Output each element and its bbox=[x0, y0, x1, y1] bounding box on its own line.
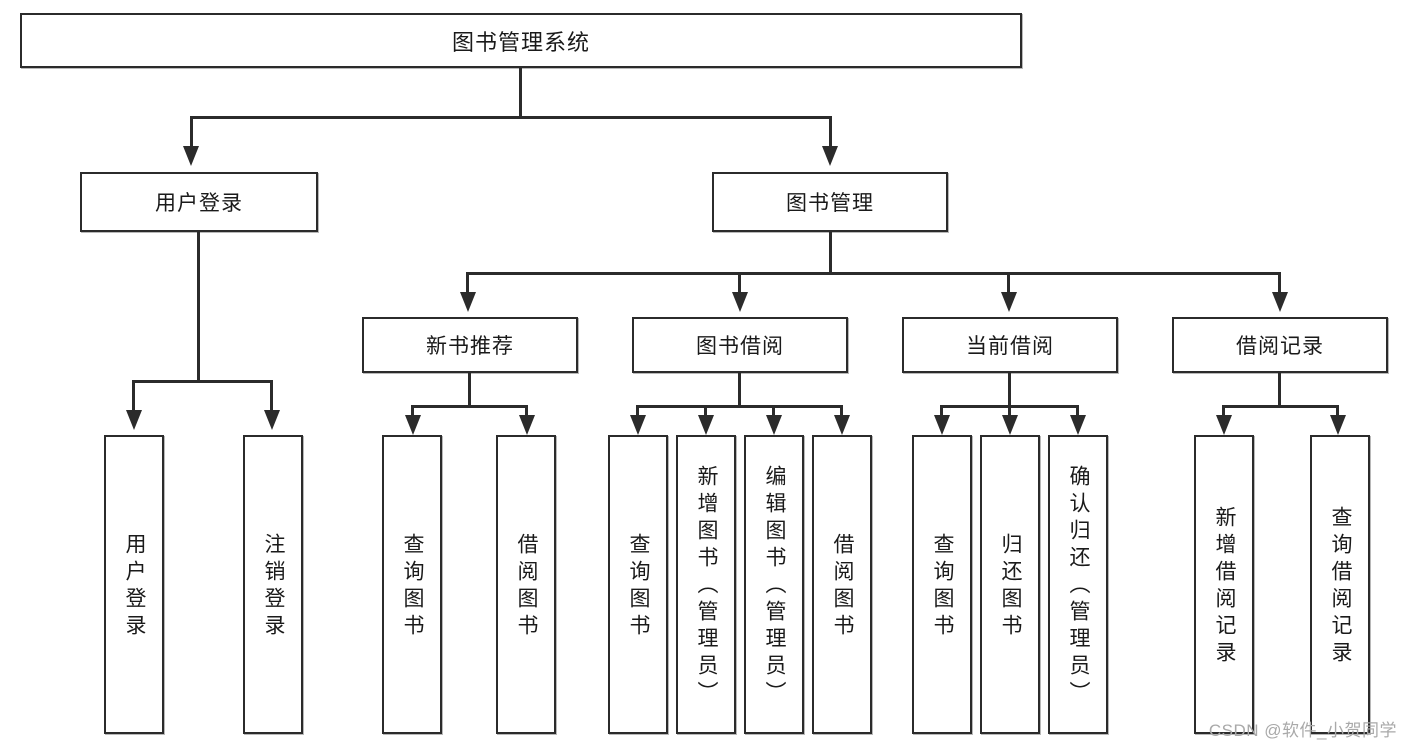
connector-borrow-record-stem bbox=[1278, 373, 1281, 407]
leaf-return-book[interactable]: 归还图书 bbox=[980, 435, 1040, 734]
leaf-add-borrow-record[interactable]: 新增借阅记录 bbox=[1194, 435, 1254, 734]
connector-book-manage-to-new-book-rec bbox=[466, 272, 469, 294]
arrowhead-new-book-rec-leaf-2 bbox=[519, 415, 535, 435]
leaf-confirm-return-admin[interactable]: 确认归还（管理员） bbox=[1048, 435, 1108, 734]
connector-book-manage-to-book-borrow bbox=[738, 272, 741, 294]
connector-book-borrow-to-leaf-4 bbox=[840, 405, 843, 423]
connector-borrow-record-to-leaf-2 bbox=[1336, 405, 1339, 423]
connector-book-manage-to-borrow-record bbox=[1278, 272, 1281, 294]
arrowhead-current-borrow-leaf-1 bbox=[934, 415, 950, 435]
connector-current-borrow-stem bbox=[1008, 373, 1011, 407]
connector-book-manage-to-current-borrow bbox=[1007, 272, 1010, 294]
connector-root-to-book-manage bbox=[829, 116, 832, 146]
leaf-query-book-current[interactable]: 查询图书 bbox=[912, 435, 972, 734]
node-current-borrow[interactable]: 当前借阅 bbox=[902, 317, 1118, 373]
connector-current-borrow-to-leaf-2 bbox=[1008, 405, 1011, 423]
arrowhead-to-borrow-record bbox=[1272, 292, 1288, 312]
connector-borrow-record-bus bbox=[1222, 405, 1339, 408]
arrowhead-user-login-to-leaf-logout bbox=[264, 410, 280, 430]
arrowhead-to-book-borrow bbox=[732, 292, 748, 312]
connector-new-book-rec-stem bbox=[468, 373, 471, 407]
connector-root-bus bbox=[190, 116, 832, 119]
leaf-borrow-book-recommend[interactable]: 借阅图书 bbox=[496, 435, 556, 734]
leaf-query-book-borrow[interactable]: 查询图书 bbox=[608, 435, 668, 734]
connector-book-borrow-to-leaf-2 bbox=[704, 405, 707, 423]
node-root-system[interactable]: 图书管理系统 bbox=[20, 13, 1022, 68]
arrowhead-book-borrow-leaf-3 bbox=[766, 415, 782, 435]
connector-book-manage-stem bbox=[829, 232, 832, 274]
leaf-borrow-book[interactable]: 借阅图书 bbox=[812, 435, 872, 734]
connector-book-manage-bus bbox=[466, 272, 1281, 275]
arrowhead-new-book-rec-leaf-1 bbox=[405, 415, 421, 435]
leaf-query-book-recommend[interactable]: 查询图书 bbox=[382, 435, 442, 734]
arrowhead-root-to-user-login bbox=[183, 146, 199, 166]
arrowhead-book-borrow-leaf-1 bbox=[630, 415, 646, 435]
node-new-book-recommend[interactable]: 新书推荐 bbox=[362, 317, 578, 373]
arrowhead-root-to-book-manage bbox=[822, 146, 838, 166]
connector-book-borrow-to-leaf-3 bbox=[772, 405, 775, 423]
connector-borrow-record-to-leaf-1 bbox=[1222, 405, 1225, 423]
leaf-user-logout[interactable]: 注销登录 bbox=[243, 435, 303, 734]
connector-user-login-to-leaf-login bbox=[132, 380, 135, 412]
connector-book-borrow-to-leaf-1 bbox=[636, 405, 639, 423]
node-book-borrow[interactable]: 图书借阅 bbox=[632, 317, 848, 373]
arrowhead-current-borrow-leaf-2 bbox=[1002, 415, 1018, 435]
leaf-user-login[interactable]: 用户登录 bbox=[104, 435, 164, 734]
node-book-manage[interactable]: 图书管理 bbox=[712, 172, 948, 232]
connector-new-book-rec-to-leaf-1 bbox=[411, 405, 414, 423]
arrowhead-book-borrow-leaf-4 bbox=[834, 415, 850, 435]
connector-root-stem bbox=[519, 68, 522, 118]
leaf-edit-book-admin[interactable]: 编辑图书（管理员） bbox=[744, 435, 804, 734]
node-borrow-record[interactable]: 借阅记录 bbox=[1172, 317, 1388, 373]
arrowhead-current-borrow-leaf-3 bbox=[1070, 415, 1086, 435]
connector-user-login-stem bbox=[197, 232, 200, 382]
arrowhead-to-new-book-rec bbox=[460, 292, 476, 312]
arrowhead-user-login-to-leaf-login bbox=[126, 410, 142, 430]
connector-user-login-bus bbox=[132, 380, 270, 383]
connector-current-borrow-to-leaf-3 bbox=[1076, 405, 1079, 423]
connector-new-book-rec-bus bbox=[411, 405, 528, 408]
arrowhead-borrow-record-leaf-2 bbox=[1330, 415, 1346, 435]
connector-book-borrow-stem bbox=[738, 373, 741, 407]
connector-user-login-to-leaf-logout bbox=[270, 380, 273, 412]
node-user-login[interactable]: 用户登录 bbox=[80, 172, 318, 232]
arrowhead-book-borrow-leaf-2 bbox=[698, 415, 714, 435]
leaf-add-book-admin[interactable]: 新增图书（管理员） bbox=[676, 435, 736, 734]
connector-book-borrow-bus bbox=[636, 405, 842, 408]
connector-root-to-user-login bbox=[190, 116, 193, 146]
connector-new-book-rec-to-leaf-2 bbox=[525, 405, 528, 423]
arrowhead-to-current-borrow bbox=[1001, 292, 1017, 312]
leaf-query-borrow-record[interactable]: 查询借阅记录 bbox=[1310, 435, 1370, 734]
arrowhead-borrow-record-leaf-1 bbox=[1216, 415, 1232, 435]
connector-current-borrow-to-leaf-1 bbox=[940, 405, 943, 423]
